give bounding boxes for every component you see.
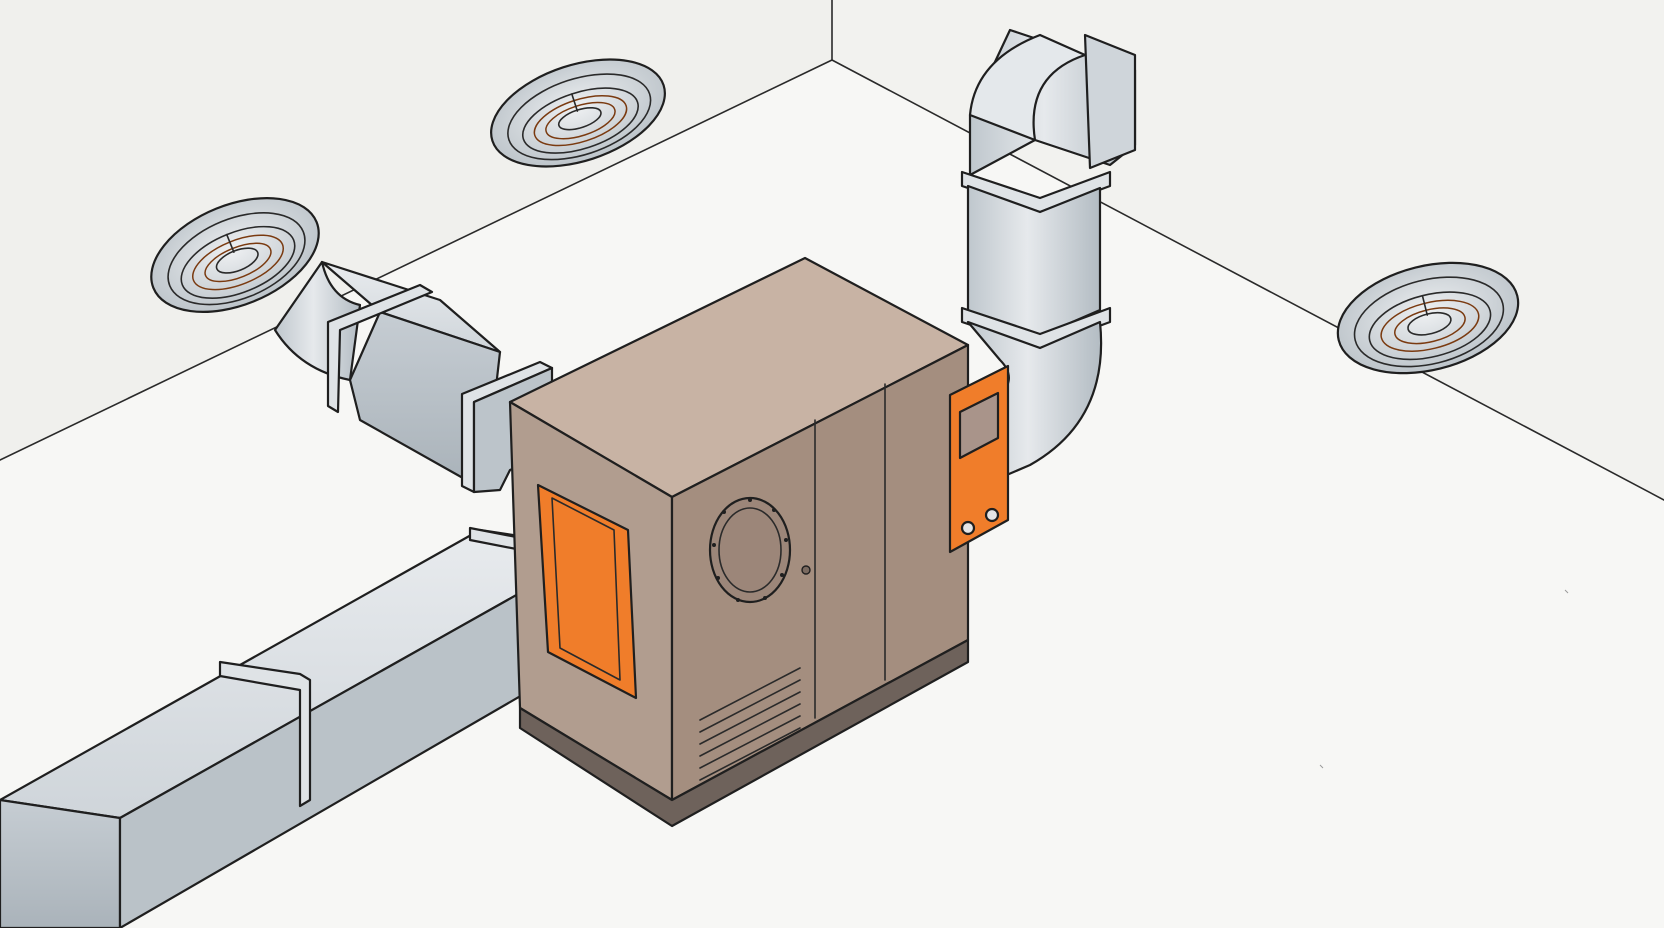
supply-collar-inner bbox=[551, 497, 621, 681]
display-screen-icon bbox=[958, 391, 1000, 460]
control-panel bbox=[948, 364, 1010, 554]
diffuser-left-rim bbox=[150, 197, 320, 313]
riser-flange-top bbox=[960, 170, 1112, 214]
supply-duct-front bbox=[0, 526, 614, 928]
control-panel-body bbox=[948, 364, 1010, 554]
riser-flange-bottom bbox=[960, 306, 1112, 350]
knob-icon bbox=[960, 520, 976, 536]
supply-flange-1 bbox=[218, 660, 312, 808]
supply-duct-side-face bbox=[0, 798, 122, 928]
louver-vent-icon bbox=[699, 667, 801, 781]
supply-collar-orange bbox=[536, 483, 638, 700]
diffuser-left bbox=[150, 197, 320, 313]
diffuser-top bbox=[490, 58, 666, 168]
diffuser-right-rim bbox=[1336, 261, 1520, 375]
unit-base bbox=[518, 638, 970, 828]
ceiling-marks bbox=[1319, 589, 1569, 769]
porthole-hatch-icon bbox=[708, 496, 792, 604]
knob-icon-2 bbox=[984, 507, 1000, 523]
elbow-end-cap bbox=[1083, 33, 1137, 170]
air-handling-unit bbox=[508, 256, 1010, 828]
duct-flange-1 bbox=[326, 283, 434, 414]
diffuser-right bbox=[1336, 261, 1520, 375]
door-handle bbox=[801, 565, 811, 575]
